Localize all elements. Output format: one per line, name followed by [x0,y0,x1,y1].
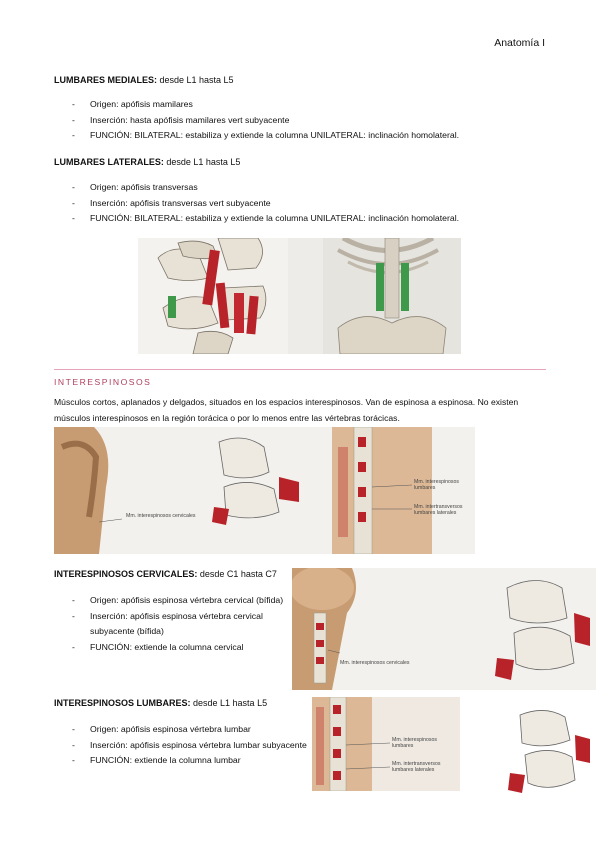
list-item: Inserción: apófisis transversas vert sub… [72,196,459,212]
figure-label-cervical: Mm. interespinosos cervicales [340,660,410,666]
section-range: desde L1 hasta L5 [163,157,241,167]
figure-label-lumbar: Mm. interespinosos lumbares [414,479,459,491]
figure-label-intertransversos: Mm. intertransversos lumbares laterales [414,504,463,516]
cervicales-list: Origen: apófisis espinosa vértebra cervi… [72,593,290,655]
list-item: Origen: apófisis espinosa vértebra lumba… [72,722,312,738]
interespinosos-illustration [54,427,432,554]
lumbares-illustration [312,697,391,791]
list-item: FUNCIÓN: BILATERAL: estabiliza y extiend… [72,211,459,227]
lumbar-muscles-figure [138,238,461,354]
list-item: Inserción: apófisis espinosa vértebra lu… [72,738,312,754]
section-title: INTERESPINOSOS LUMBARES: [54,698,191,708]
list-item: Inserción: apófisis espinosa vértebra ce… [72,609,290,640]
cervicales-illustration [292,568,590,690]
section-lumbares-heading: INTERESPINOSOS LUMBARES: desde L1 hasta … [54,698,267,708]
section-lumbares-mediales-heading: LUMBARES MEDIALES: desde L1 hasta L5 [54,75,234,85]
lumbar-muscles-illustration [138,238,461,354]
lumbares-figure: Mm. interespinosos lumbares Mm. intertra… [312,697,460,791]
lumbar-vertebra-figure [500,705,596,795]
section-range: desde L1 hasta L5 [157,75,234,85]
list-item: FUNCIÓN: extiende la columna lumbar [72,753,312,769]
section-title: LUMBARES MEDIALES: [54,75,157,85]
list-item: Origen: apófisis transversas [72,180,459,196]
section-cervicales-heading: INTERESPINOSOS CERVICALES: desde C1 hast… [54,569,277,579]
lumbares-laterales-list: Origen: apófisis transversas Inserción: … [72,180,459,227]
section-range: desde L1 hasta L5 [190,698,268,708]
list-item: Inserción: hasta apófisis mamilares vert… [72,113,459,129]
cervicales-figure: Mm. interespinosos cervicales [292,568,596,690]
lumbares-mediales-list: Origen: apófisis mamilares Inserción: ha… [72,97,459,144]
list-item: FUNCIÓN: extiende la columna cervical [72,640,290,656]
section-divider [54,369,546,370]
section-title: INTERESPINOSOS CERVICALES: [54,569,198,579]
list-item: Origen: apófisis mamilares [72,97,459,113]
lumbar-vertebra-illustration [508,710,590,793]
interespinosos-paragraph: Músculos cortos, aplanados y delgados, s… [54,397,519,423]
section-lumbares-laterales-heading: LUMBARES LATERALES: desde L1 hasta L5 [54,157,240,167]
list-item: FUNCIÓN: BILATERAL: estabiliza y extiend… [72,128,459,144]
course-header: Anatomía I [494,37,545,49]
figure-label-cervical: Mm. interespinosos cervicales [126,513,196,519]
figure-label-intertransversos: Mm. intertransversos lumbares laterales [392,761,441,773]
lumbares-list: Origen: apófisis espinosa vértebra lumba… [72,722,312,769]
section-title: LUMBARES LATERALES: [54,157,164,167]
figure-label-lumbar: Mm. interespinosos lumbares [392,737,437,749]
interespinosos-title: INTERESPINOSOS [54,377,152,387]
section-range: desde C1 hasta C7 [197,569,277,579]
list-item: Origen: apófisis espinosa vértebra cervi… [72,593,290,609]
interespinosos-figure: Mm. interespinosos cervicales Mm. intere… [54,427,475,554]
